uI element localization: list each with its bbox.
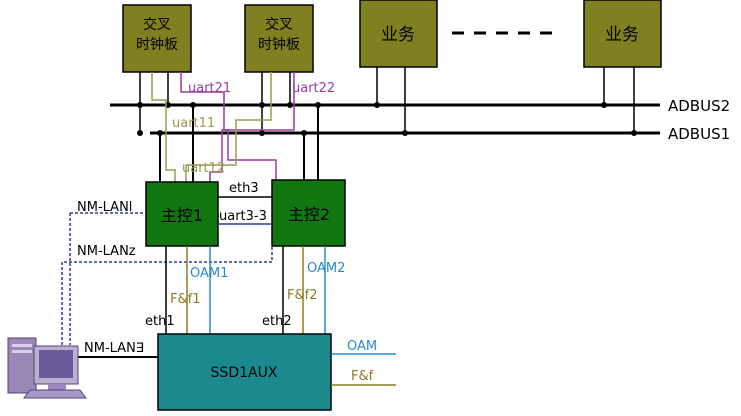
main-control-1-label: 主控1 [161, 206, 203, 225]
ff2-label: F&f2 [287, 288, 317, 303]
oam-out-label: OAM [347, 339, 377, 354]
nm-lan3-label: NM-LAN∃ [84, 341, 144, 356]
uart12-line [185, 72, 272, 182]
adbus2-label: ADBUS2 [668, 97, 730, 115]
service-board-2-label: 业务 [605, 25, 639, 45]
eth1-label: eth1 [145, 314, 175, 329]
oam2-label: OAM2 [307, 261, 345, 276]
uart11-line [151, 72, 176, 182]
cross-clock-board-2-line2: 时钟板 [258, 36, 300, 53]
bus-junction-dots [137, 102, 637, 136]
computer-icon [7, 337, 87, 399]
mc1-down-links [165, 246, 211, 334]
ssd1aux-board [157, 333, 332, 411]
uart3-3-label: uart3-3 [219, 209, 267, 224]
cross-clock-board-1-line1: 交叉 [143, 16, 171, 33]
uart12-label: uart12 [182, 161, 225, 176]
uart21-label: uart21 [188, 81, 231, 96]
nm-lan2-label: NM-LANz [77, 244, 136, 259]
main-control-1 [145, 181, 219, 247]
ssd1aux-label: SSD1AUX [211, 365, 278, 381]
main-control-2 [271, 179, 346, 247]
cross-clock-board-1 [122, 4, 192, 73]
uart22-label: uart22 [292, 81, 335, 96]
nm-lan2-line [61, 246, 273, 345]
adbus1-label: ADBUS1 [668, 125, 730, 143]
cross-clock-board-2-line1: 交叉 [265, 16, 293, 33]
service-board-2 [583, 0, 662, 68]
nm-lan1-label: NM-LANl [77, 200, 132, 215]
cross-clock-board-1-line2: 时钟板 [136, 36, 178, 53]
mc2-down-links [282, 246, 326, 334]
service-board-1-label: 业务 [381, 25, 415, 45]
main-control-2-label: 主控2 [288, 205, 330, 224]
eth2-label: eth2 [262, 314, 292, 329]
oam1-label: OAM1 [190, 266, 228, 281]
service-board-1 [359, 0, 438, 68]
cross-clock-board-2 [244, 4, 314, 73]
main-control-bus-links [159, 105, 319, 182]
ff1-label: F&f1 [170, 292, 200, 307]
uart11-label: uart11 [172, 116, 215, 131]
ff-out-label: F&f [351, 369, 374, 384]
uart22-line [209, 72, 295, 182]
eth3-label: eth3 [229, 181, 259, 196]
